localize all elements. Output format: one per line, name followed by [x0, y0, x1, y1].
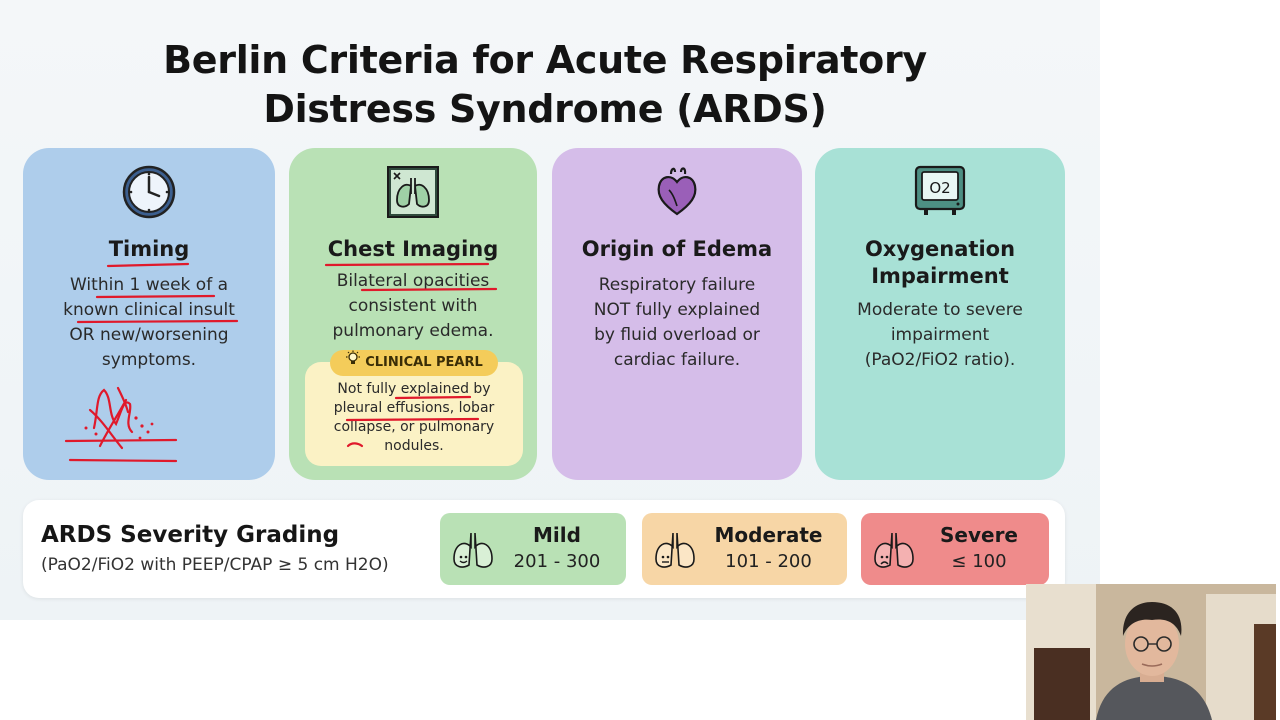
heart-icon: [657, 167, 697, 216]
grade-name: Mild: [533, 523, 581, 547]
presenter-video: [1026, 584, 1276, 720]
chest-imaging-text-line: Bilateral opacities: [336, 271, 490, 291]
origin-of-edema-text-line: cardiac failure.: [613, 350, 741, 370]
o2-monitor-label: O2: [929, 179, 950, 197]
clinical-pearl-line: Not fully explained by: [337, 381, 491, 397]
lungs-neutral-icon: [655, 532, 695, 568]
clinical-pearl-box: Not fully explained by pleural effusions…: [305, 362, 523, 466]
grade-range: 201 - 300: [513, 551, 601, 572]
timing-text-line: known clinical insult: [63, 300, 235, 320]
presentation-slide: Berlin Criteria for Acute Respiratory Di…: [0, 0, 1100, 620]
origin-of-edema-text-line: Respiratory failure: [598, 275, 756, 295]
timing-card: Timing Within 1 week of a known clinical…: [23, 148, 275, 480]
origin-of-edema-title: Origin of Edema: [581, 237, 773, 261]
grade-severe: Severe ≤ 100: [861, 513, 1049, 585]
o2-monitor-icon: O2: [914, 165, 966, 215]
lungs-xray-icon: [387, 166, 439, 218]
grade-range: 101 - 200: [725, 551, 812, 572]
clinical-pearl-line: nodules.: [384, 438, 444, 454]
clinical-pearl-text: Not fully explained by pleural effusions…: [305, 380, 523, 456]
presenter-webcam: [1026, 584, 1276, 720]
chest-imaging-text-line: pulmonary edema.: [332, 321, 494, 341]
clinical-pearl-line: collapse, or pulmonary: [333, 419, 495, 435]
lungs-smile-icon: [453, 532, 493, 568]
timing-text-line: Within 1 week of a: [70, 275, 228, 295]
timing-text-line: OR new/worsening: [69, 325, 229, 345]
clinical-pearl-badge: CLINICAL PEARL: [330, 350, 498, 376]
chest-imaging-text-line: consistent with: [348, 296, 478, 316]
severity-title: ARDS Severity Grading: [41, 522, 340, 548]
origin-of-edema-text: Respiratory failure NOT fully explained …: [566, 273, 788, 373]
slide-title-line-2: Distress Syndrome (ARDS): [263, 87, 827, 131]
oxygenation-title: Oxygenation Impairment: [815, 236, 1065, 290]
grade-range: ≤ 100: [951, 551, 1007, 572]
oxygenation-text-line: Moderate to severe: [857, 300, 1023, 320]
oxygenation-title-line: Impairment: [871, 264, 1009, 288]
slide-title-line-1: Berlin Criteria for Acute Respiratory: [163, 38, 927, 82]
origin-of-edema-text-line: NOT fully explained: [593, 300, 761, 320]
timing-title: Timing: [108, 237, 190, 261]
severity-subtitle: (PaO2/FiO2 with PEEP/CPAP ≥ 5 cm H2O): [41, 555, 389, 575]
chest-imaging-title: Chest Imaging: [327, 237, 499, 261]
timing-text: Within 1 week of a known clinical insult…: [37, 273, 261, 373]
clock-icon: [122, 165, 176, 219]
severity-grading-panel: ARDS Severity Grading (PaO2/FiO2 with PE…: [23, 500, 1065, 598]
oxygenation-text-line: impairment: [890, 325, 990, 345]
oxygenation-text: Moderate to severe impairment (PaO2/FiO2…: [829, 298, 1051, 373]
oxygenation-title-line: Oxygenation: [864, 237, 1016, 261]
timing-text-line: symptoms.: [101, 350, 197, 370]
grade-moderate: Moderate 101 - 200: [642, 513, 847, 585]
chest-imaging-text: Bilateral opacities consistent with pulm…: [297, 269, 529, 344]
clinical-pearl-line: pleural effusions, lobar: [333, 400, 495, 416]
clinical-pearl-label: CLINICAL PEARL: [365, 355, 483, 370]
grade-mild: Mild 201 - 300: [440, 513, 626, 585]
chest-imaging-card: Chest Imaging Bilateral opacities consis…: [289, 148, 537, 480]
origin-of-edema-text-line: by fluid overload or: [594, 325, 760, 345]
oxygenation-impairment-card: O2 Oxygenation Impairment Moderate to se…: [815, 148, 1065, 480]
slide-title: Berlin Criteria for Acute Respiratory Di…: [0, 36, 1090, 134]
origin-of-edema-card: Origin of Edema Respiratory failure NOT …: [552, 148, 802, 480]
lightbulb-icon: [345, 350, 361, 376]
oxygenation-text-line: (PaO2/FiO2 ratio).: [864, 350, 1016, 370]
lungs-sad-icon: [874, 532, 914, 568]
grade-name: Severe: [940, 523, 1018, 547]
grade-name: Moderate: [714, 523, 823, 547]
